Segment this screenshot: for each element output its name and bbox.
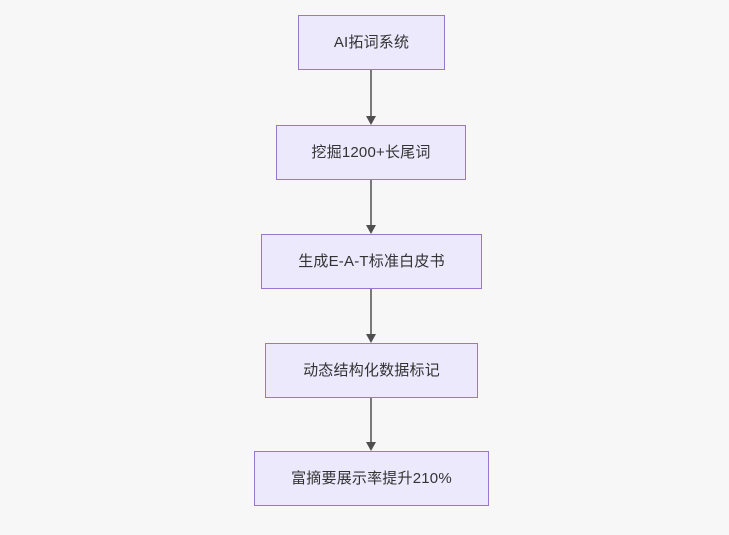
flow-node-label: 动态结构化数据标记: [303, 361, 440, 379]
flow-node-dynamic-structured-data-markup[interactable]: 动态结构化数据标记: [265, 343, 478, 398]
edge-n1-n2: [370, 70, 372, 116]
flow-node-label: 富摘要展示率提升210%: [291, 469, 452, 487]
flow-node-rich-snippet-rate-increase[interactable]: 富摘要展示率提升210%: [254, 451, 489, 506]
edge-n4-n5: [370, 398, 372, 442]
flow-node-mine-longtail-keywords[interactable]: 挖掘1200+长尾词: [276, 125, 466, 180]
flow-node-ai-keyword-system[interactable]: AI拓词系统: [298, 15, 445, 70]
flow-node-label: AI拓词系统: [333, 33, 410, 51]
edge-n2-n3: [370, 180, 372, 225]
flow-node-generate-eat-whitepaper[interactable]: 生成E-A-T标准白皮书: [261, 234, 482, 289]
arrowhead-n4-n5: [365, 442, 376, 451]
arrowhead-n1-n2: [365, 116, 376, 125]
arrowhead-n2-n3: [365, 225, 376, 234]
flow-node-label: 挖掘1200+长尾词: [311, 143, 431, 161]
arrowhead-n3-n4: [365, 334, 376, 343]
flow-node-label: 生成E-A-T标准白皮书: [298, 252, 445, 270]
edge-n3-n4: [370, 289, 372, 334]
